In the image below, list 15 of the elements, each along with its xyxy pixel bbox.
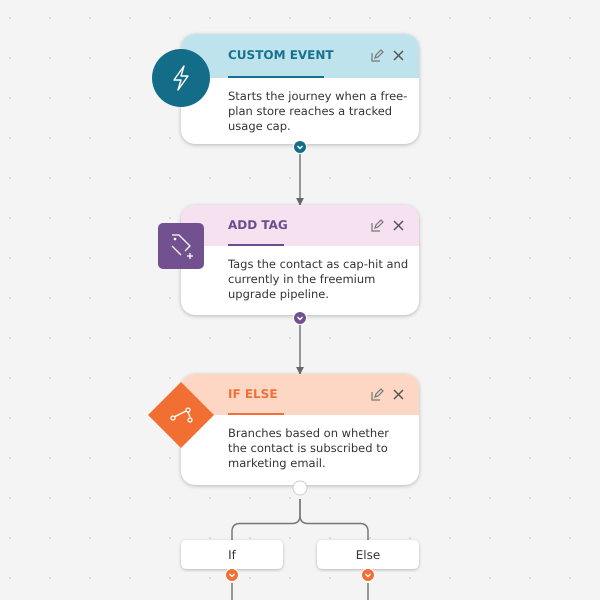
connector-arrow xyxy=(296,154,304,206)
step-description: Branches based on whether the contact is subscribed to marketing email. xyxy=(228,426,390,471)
step-title: IF ELSE xyxy=(228,386,278,400)
connector-line xyxy=(299,499,369,540)
branch-box xyxy=(181,540,283,569)
step-description: Starts the journey when a free-plan store reaches a tracked usage cap. xyxy=(228,89,408,134)
step-title: CUSTOM EVENT xyxy=(228,48,334,62)
branch-box xyxy=(317,540,419,569)
branch-label: If xyxy=(228,548,236,562)
step-description: Tags the contact as cap-hit and currently in the freemium upgrade pipeline. xyxy=(228,257,409,302)
connector-line xyxy=(367,583,369,600)
connector-arrow xyxy=(296,325,304,375)
branch-label: Else xyxy=(356,548,380,562)
connector-line xyxy=(231,583,233,600)
step-title: ADD TAG xyxy=(228,218,288,232)
